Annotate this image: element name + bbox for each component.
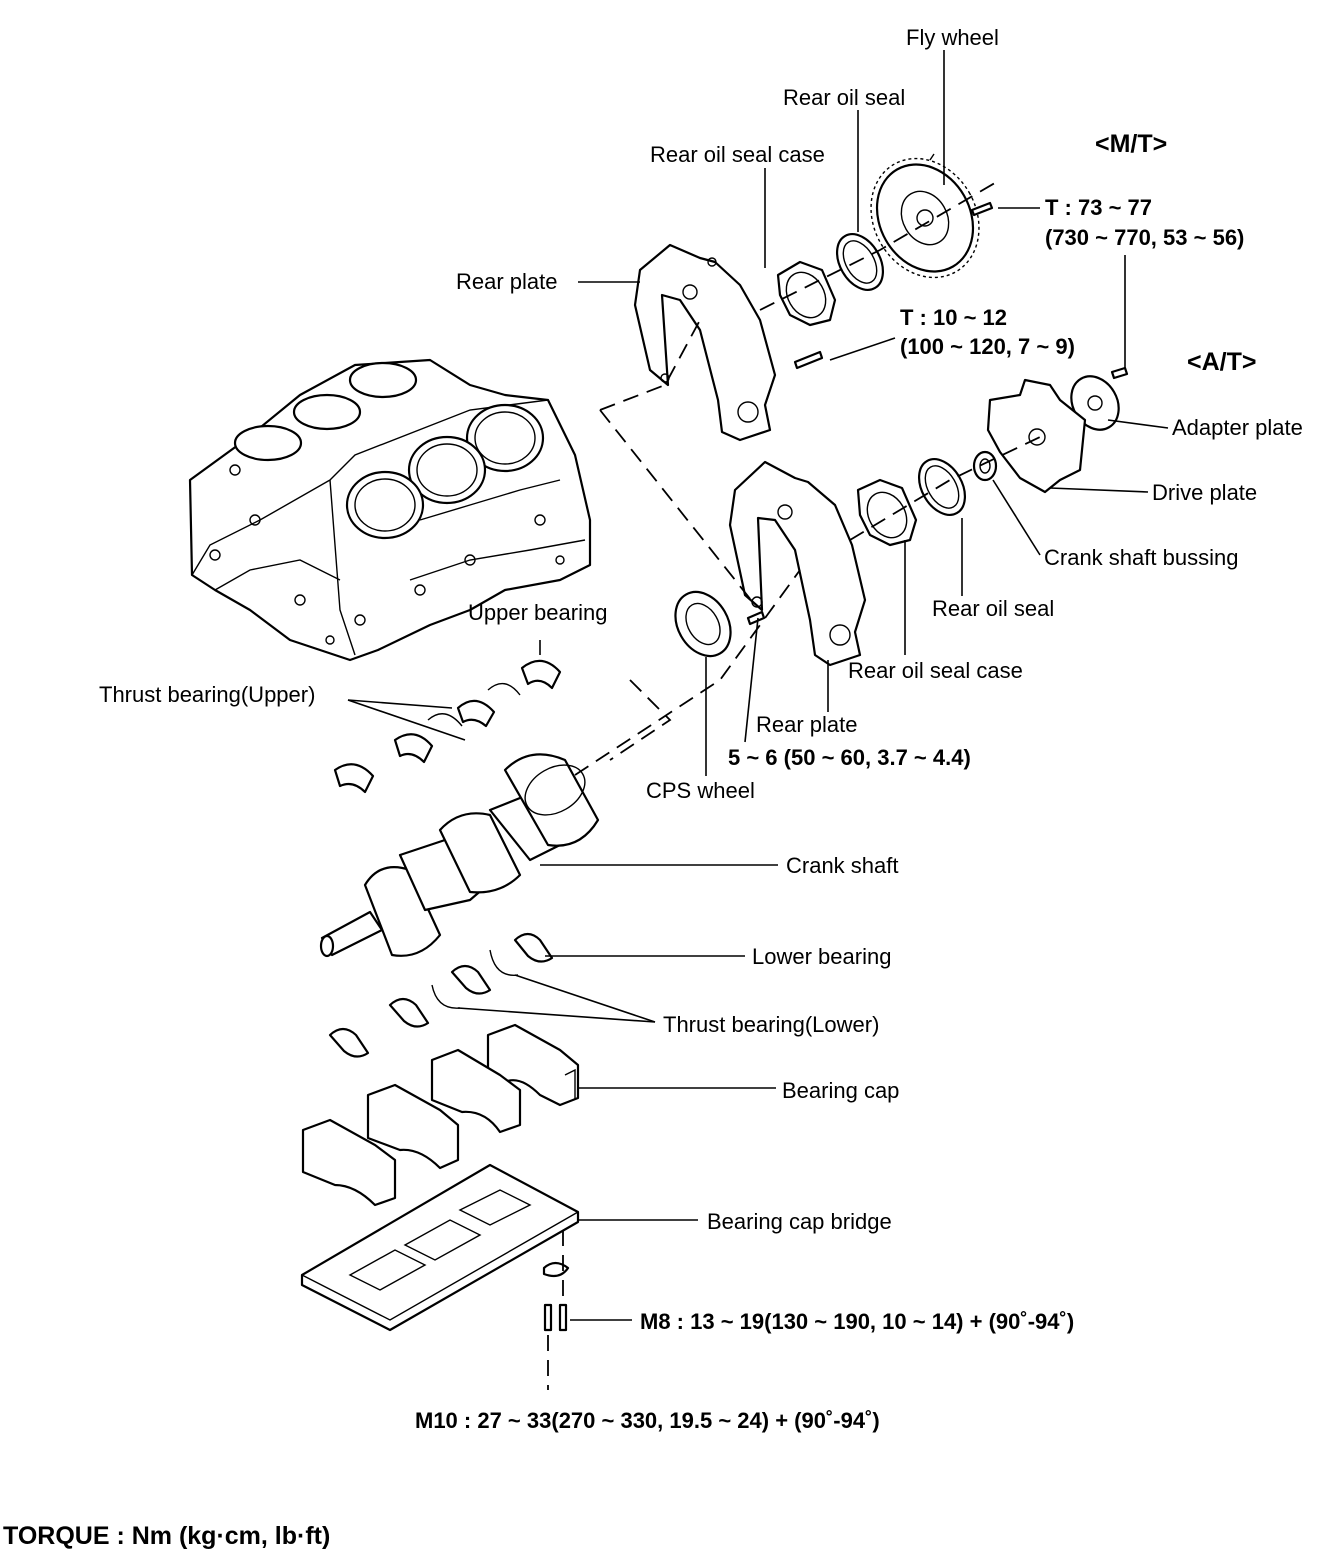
crank-shaft — [319, 753, 600, 958]
rear-oil-seal-case-top-label: Rear oil seal case — [650, 142, 825, 167]
rear-oil-seal-case-at-label: Rear oil seal case — [848, 658, 1023, 683]
rear-oil-seal-case-bolt-mt — [793, 350, 824, 370]
cylinder-block — [188, 358, 592, 662]
rear-plate-top-label: Rear plate — [456, 269, 558, 294]
thrust-bearing-lower-shells — [431, 949, 519, 1009]
upper-bearing-label: Upper bearing — [468, 600, 607, 625]
crank-shaft-label: Crank shaft — [786, 853, 899, 878]
rear-oil-seal-at — [917, 458, 967, 516]
at-label: <A/T> — [1187, 348, 1256, 376]
thrust-bearing-lower-label: Thrust bearing(Lower) — [663, 1012, 879, 1037]
rear-oil-seal-case-at — [856, 478, 918, 547]
cps-wheel-label: CPS wheel — [646, 778, 755, 803]
rear-plate-bolt-at — [746, 610, 766, 626]
torque-case-line1: T : 10 ~ 12 — [900, 305, 1007, 330]
lower-bearing-shells — [328, 932, 554, 1058]
torque-flywheel-line2: (730 ~ 770, 53 ~ 56) — [1045, 225, 1244, 250]
bearing-cap-bridge — [300, 1163, 580, 1332]
adapter-plate-bolt — [1110, 366, 1129, 380]
rear-oil-seal-top-label: Rear oil seal — [783, 85, 905, 110]
fly-wheel-label: Fly wheel — [906, 25, 999, 50]
rear-plate-at-label: Rear plate — [756, 712, 858, 737]
torque-m8-label: M8 : 13 ~ 19(130 ~ 190, 10 ~ 14) + (90˚-… — [640, 1309, 1074, 1334]
fly-wheel — [870, 153, 980, 279]
rear-oil-seal-at-label: Rear oil seal — [932, 596, 1054, 621]
mt-label: <M/T> — [1095, 130, 1167, 158]
bearing-caps — [301, 1023, 580, 1207]
bearing-cap-bridge-label: Bearing cap bridge — [707, 1209, 892, 1234]
torque-units-label: TORQUE : Nm (kg·cm, lb·ft) — [3, 1522, 330, 1550]
torque-m10-label: M10 : 27 ~ 33(270 ~ 330, 19.5 ~ 24) + (9… — [415, 1408, 880, 1433]
thrust-bearing-upper-label: Thrust bearing(Upper) — [99, 682, 315, 707]
upper-bearing-shells — [333, 659, 562, 794]
drive-plate-label: Drive plate — [1152, 480, 1257, 505]
adapter-plate-label: Adapter plate — [1172, 415, 1303, 440]
bearing-cap-label: Bearing cap — [782, 1078, 899, 1103]
torque-plate-label: 5 ~ 6 (50 ~ 60, 3.7 ~ 4.4) — [728, 745, 971, 770]
torque-flywheel-line1: T : 73 ~ 77 — [1045, 195, 1152, 220]
assembly-centerlines — [574, 179, 1041, 776]
bridge-bolts — [542, 1230, 570, 1390]
torque-case-line2: (100 ~ 120, 7 ~ 9) — [900, 334, 1075, 359]
cps-wheel — [674, 590, 732, 658]
rear-plate-mt — [633, 243, 777, 442]
rear-oil-seal-case-mt — [776, 260, 837, 327]
rear-plate-at — [728, 460, 867, 667]
flywheel-bolt — [970, 201, 994, 217]
drive-plate — [986, 378, 1087, 494]
leader-lines — [347, 50, 1169, 1321]
lower-bearing-label: Lower bearing — [752, 944, 891, 969]
crank-shaft-bussing — [972, 450, 998, 482]
thrust-bearing-upper-shells — [427, 682, 521, 727]
crank-shaft-bussing-label: Crank shaft bussing — [1044, 545, 1238, 570]
rear-oil-seal-mt — [835, 233, 885, 291]
